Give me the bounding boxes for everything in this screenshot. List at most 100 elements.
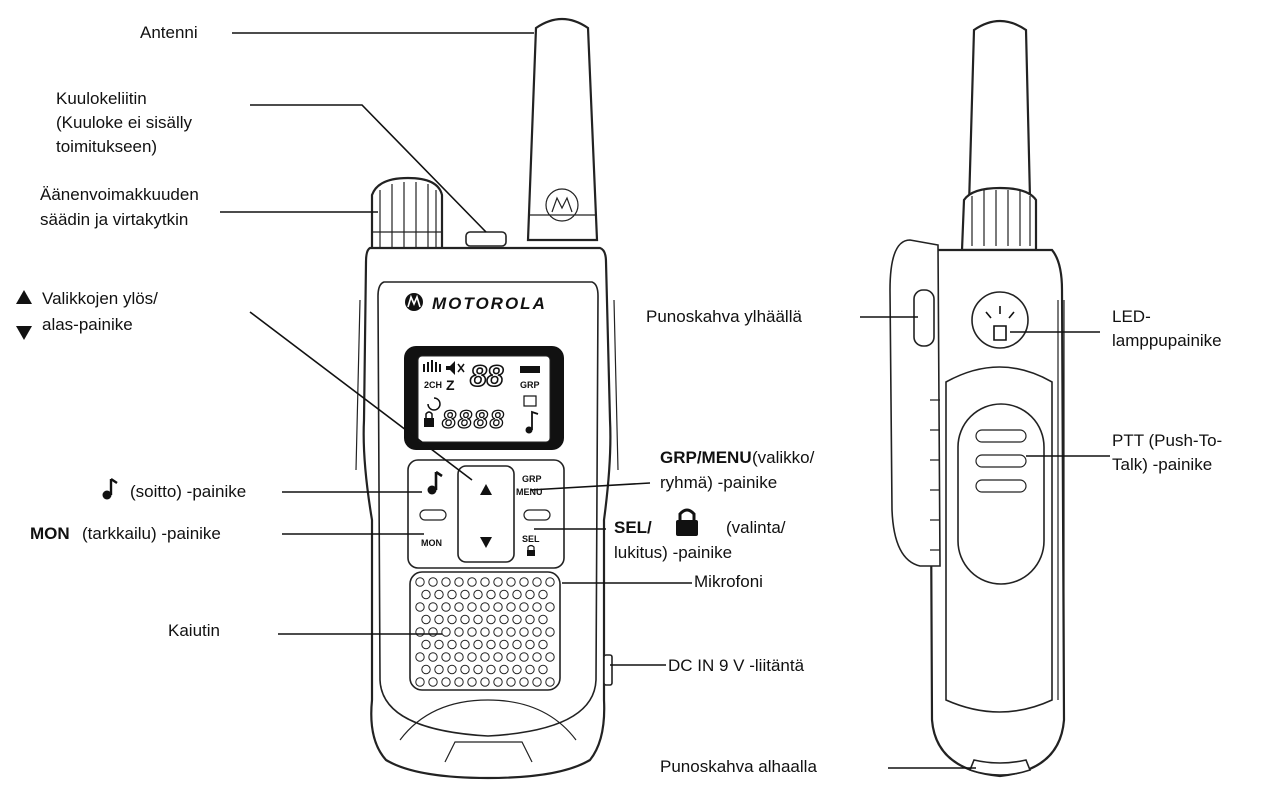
speaker-hole bbox=[506, 652, 516, 662]
speaker-hole bbox=[506, 577, 516, 587]
speaker-hole bbox=[428, 627, 438, 637]
label-sel-rest: (valinta/ bbox=[726, 518, 786, 537]
label-grp-rest: (valikko/ bbox=[752, 448, 815, 467]
label-updown-2: alas-painike bbox=[42, 315, 133, 334]
speaker-hole bbox=[441, 602, 451, 612]
label-led-1: LED- bbox=[1112, 307, 1151, 326]
speaker-hole bbox=[512, 664, 522, 675]
headset-jack-cover bbox=[465, 231, 507, 247]
label-ptt-1: PTT (Push-To- bbox=[1112, 431, 1222, 450]
sel-button[interactable] bbox=[523, 509, 551, 521]
led-button[interactable] bbox=[971, 291, 1029, 349]
speaker-hole bbox=[532, 677, 542, 687]
speaker-hole bbox=[415, 652, 425, 662]
speaker-hole bbox=[545, 627, 555, 637]
brand-name: MOTOROLA bbox=[432, 294, 547, 313]
antenna-motorola-logo-icon bbox=[545, 188, 579, 222]
speaker-hole bbox=[415, 677, 425, 687]
triangle-down-icon bbox=[16, 326, 32, 340]
side-volume-knob bbox=[960, 186, 1038, 252]
bottom-strap-hook bbox=[968, 759, 1032, 776]
lcd-channel-digits: 88 bbox=[470, 360, 504, 393]
speaker-hole bbox=[519, 577, 529, 587]
grp-button-label: GRP bbox=[522, 474, 542, 484]
sel-button-label: SEL bbox=[522, 534, 540, 544]
speaker-hole bbox=[428, 652, 438, 662]
front-radio: MOTOROLA 88 2CH Z GRP 8888 bbox=[355, 17, 619, 780]
speaker-hole bbox=[473, 664, 483, 675]
label-mic: Mikrofoni bbox=[694, 572, 763, 591]
speaker-hole bbox=[499, 589, 509, 600]
label-sel-bold: SEL/ bbox=[614, 518, 652, 537]
speaker-hole bbox=[434, 639, 444, 650]
label-headset-2: (Kuuloke ei sisälly bbox=[56, 113, 193, 132]
speaker-hole bbox=[421, 614, 431, 625]
up-down-button[interactable] bbox=[457, 465, 515, 563]
speaker-hole bbox=[499, 614, 509, 625]
speaker-hole bbox=[460, 664, 470, 675]
mon-button[interactable] bbox=[419, 509, 447, 521]
speaker-hole bbox=[525, 664, 535, 675]
label-volume-2: säädin ja virtakytkin bbox=[40, 210, 188, 229]
speaker-hole bbox=[428, 677, 438, 687]
volume-knob bbox=[370, 176, 444, 252]
top-strap-hook bbox=[913, 289, 935, 347]
call-button-icon[interactable] bbox=[427, 485, 437, 495]
label-call: (soitto) -painike bbox=[130, 482, 246, 501]
music-note-icon bbox=[102, 478, 118, 500]
triangle-up-icon bbox=[16, 290, 32, 304]
leader-lines bbox=[220, 32, 1110, 769]
lcd-2ch: 2CH bbox=[424, 380, 442, 390]
speaker-hole bbox=[473, 639, 483, 650]
ptt-button[interactable] bbox=[957, 403, 1045, 585]
label-headset-3: toimitukseen) bbox=[56, 137, 157, 156]
speaker-hole bbox=[454, 677, 464, 687]
lcd-screen bbox=[417, 355, 551, 443]
belt-clip bbox=[889, 239, 941, 567]
speaker-hole bbox=[493, 577, 503, 587]
speaker-hole bbox=[415, 627, 425, 637]
menu-button-label: MENU bbox=[516, 487, 543, 497]
speaker-hole bbox=[447, 664, 457, 675]
speaker-hole bbox=[486, 639, 496, 650]
speaker-hole bbox=[493, 677, 503, 687]
label-ptt-2: Talk) -painike bbox=[1112, 455, 1212, 474]
speaker-hole bbox=[460, 614, 470, 625]
lcd-grp: GRP bbox=[520, 380, 540, 390]
speaker-hole bbox=[486, 589, 496, 600]
mon-button-label: MON bbox=[421, 538, 442, 548]
speaker-hole bbox=[519, 602, 529, 612]
speaker-hole bbox=[525, 639, 535, 650]
speaker-hole bbox=[421, 639, 431, 650]
speaker-hole bbox=[467, 577, 477, 587]
speaker-hole bbox=[415, 602, 425, 612]
speaker-hole bbox=[519, 652, 529, 662]
label-clip-bottom: Punoskahva alhaalla bbox=[660, 757, 817, 776]
speaker-hole bbox=[480, 677, 490, 687]
speaker-hole bbox=[532, 577, 542, 587]
speaker-hole bbox=[480, 577, 490, 587]
speaker-hole bbox=[454, 652, 464, 662]
speaker-hole bbox=[532, 602, 542, 612]
speaker-hole bbox=[538, 639, 548, 650]
speaker-hole bbox=[434, 664, 444, 675]
label-grp-2: ryhmä) -painike bbox=[660, 473, 777, 492]
speaker-hole bbox=[493, 627, 503, 637]
speaker-hole bbox=[525, 589, 535, 600]
speaker-hole bbox=[460, 589, 470, 600]
flashlight-icon bbox=[993, 325, 1007, 341]
speaker-hole bbox=[428, 602, 438, 612]
speaker-hole bbox=[493, 652, 503, 662]
speaker-hole bbox=[506, 602, 516, 612]
speaker-hole bbox=[538, 614, 548, 625]
speaker-hole bbox=[467, 627, 477, 637]
label-clip-top: Punoskahva ylhäällä bbox=[646, 307, 802, 326]
speaker-hole bbox=[467, 652, 477, 662]
speaker-hole bbox=[415, 577, 425, 587]
speaker-hole bbox=[473, 589, 483, 600]
speaker-hole bbox=[480, 652, 490, 662]
label-updown-1: Valikkojen ylös/ bbox=[42, 289, 158, 308]
speaker-hole bbox=[441, 577, 451, 587]
speaker-hole bbox=[447, 589, 457, 600]
speaker-hole bbox=[434, 614, 444, 625]
